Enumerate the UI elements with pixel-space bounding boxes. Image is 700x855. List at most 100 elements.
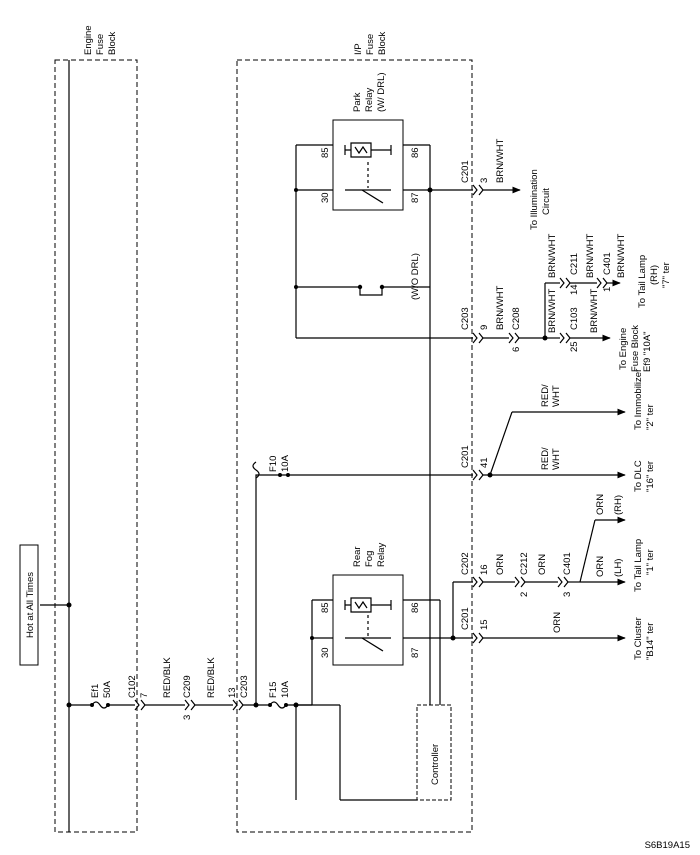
svg-text:86: 86 (410, 602, 421, 613)
svg-text:(RH): (RH) (613, 495, 624, 515)
svg-text:Ef9 "10A": Ef9 "10A" (642, 331, 653, 372)
svg-text:To Illumination: To Illumination (529, 169, 540, 230)
svg-text:Park: Park (352, 92, 363, 112)
svg-text:C208: C208 (511, 307, 522, 330)
park-relay: Park Relay (W/ DRL) 85 86 30 87 (320, 72, 421, 211)
svg-text:C209: C209 (182, 675, 193, 698)
svg-text:RED/: RED/ (540, 447, 551, 470)
svg-text:10A: 10A (280, 680, 291, 698)
svg-text:Fuse: Fuse (365, 34, 376, 55)
svg-text:BRN/WHT: BRN/WHT (495, 285, 506, 330)
svg-text:BRN/WHT: BRN/WHT (585, 233, 596, 278)
svg-text:BRN/WHT: BRN/WHT (589, 288, 600, 333)
svg-text:ORN: ORN (552, 612, 563, 633)
svg-text:13: 13 (227, 687, 238, 698)
connector-c203-9 (472, 332, 484, 344)
svg-text:15: 15 (479, 619, 490, 630)
svg-text:C103: C103 (569, 307, 580, 330)
svg-text:C203: C203 (239, 675, 250, 698)
hot-at-all-times-box: Hot at All Times (19, 544, 39, 666)
svg-text:C201: C201 (460, 607, 471, 630)
svg-text:C212: C212 (519, 552, 530, 575)
engine-fuse-block-title: Engine Fuse Block (83, 25, 118, 55)
svg-text:Relay: Relay (376, 542, 387, 567)
svg-text:Block: Block (107, 32, 118, 55)
hot-at-all-times-label: Hot at All Times (25, 572, 36, 638)
svg-text:C211: C211 (569, 253, 580, 275)
ip-fuse-block-box (236, 59, 473, 833)
svg-text:To Immobilizer: To Immobilizer (633, 369, 644, 430)
svg-text:86: 86 (410, 147, 421, 158)
svg-text:Fuse Block: Fuse Block (630, 325, 641, 372)
svg-text:25: 25 (569, 341, 580, 352)
svg-text:10A: 10A (280, 454, 291, 472)
svg-text:30: 30 (320, 647, 331, 658)
connector-c201-15 (472, 632, 484, 644)
fuse-f15 (269, 701, 287, 709)
svg-text:"16" ter: "16" ter (645, 461, 656, 492)
svg-text:Relay: Relay (364, 87, 375, 112)
svg-text:To Tail Lamp: To Tail Lamp (633, 539, 644, 592)
svg-text:I/P: I/P (353, 43, 364, 55)
connector-c208 (508, 332, 520, 344)
svg-text:WHT: WHT (551, 448, 562, 470)
svg-text:ORN: ORN (595, 556, 606, 577)
ip-fuse-block-title: I/P Fuse Block (353, 32, 388, 55)
svg-text:7: 7 (139, 693, 150, 698)
connector-c212 (514, 576, 526, 588)
svg-text:3: 3 (479, 178, 490, 183)
connector-c102 (134, 699, 146, 711)
svg-text:(RH): (RH) (649, 265, 660, 285)
svg-text:Circuit: Circuit (541, 188, 552, 215)
svg-text:2: 2 (519, 592, 530, 597)
ef1-label: Ef1 (90, 684, 101, 698)
connector-c202 (472, 576, 484, 588)
engine-fuse-block-box (54, 59, 138, 833)
svg-text:16: 16 (479, 564, 490, 575)
svg-text:To Engine: To Engine (618, 328, 629, 370)
svg-text:87: 87 (410, 647, 421, 658)
svg-text:Fuse: Fuse (95, 34, 106, 55)
svg-text:WHT: WHT (551, 385, 562, 407)
svg-text:"2" ter: "2" ter (645, 404, 656, 430)
svg-text:BRN/WHT: BRN/WHT (495, 138, 506, 183)
svg-text:C102: C102 (127, 675, 138, 698)
svg-text:C201: C201 (460, 160, 471, 183)
svg-text:Controller: Controller (430, 744, 441, 785)
connector-c401-top (596, 277, 608, 289)
svg-text:Fog: Fog (364, 551, 375, 567)
svg-text:BRN/WHT: BRN/WHT (547, 288, 558, 333)
svg-text:ORN: ORN (495, 554, 506, 575)
svg-text:F10: F10 (268, 456, 279, 472)
svg-text:3: 3 (182, 715, 193, 720)
fuse-ef1 (91, 701, 109, 709)
svg-text:To DLC: To DLC (633, 460, 644, 492)
svg-text:"1" ter: "1" ter (645, 549, 656, 575)
svg-text:BRN/WHT: BRN/WHT (616, 233, 627, 278)
svg-text:14: 14 (569, 284, 580, 295)
svg-text:Engine: Engine (83, 25, 94, 55)
svg-text:To Cluster: To Cluster (633, 617, 644, 660)
svg-text:(LH): (LH) (613, 559, 624, 577)
svg-text:C401: C401 (562, 552, 573, 575)
connector-c209 (184, 699, 196, 711)
svg-text:"7" ter: "7" ter (661, 262, 672, 288)
rear-fog-relay: Rear Fog Relay 85 86 30 87 (320, 542, 421, 666)
connector-c401-bottom (557, 576, 569, 588)
connector-c203-left (232, 699, 244, 711)
svg-text:C202: C202 (460, 552, 471, 575)
wire-red-blk-2: RED/BLK (206, 657, 217, 698)
svg-text:C401: C401 (602, 252, 613, 275)
svg-text:Block: Block (377, 32, 388, 55)
fuse-f10 (252, 461, 260, 479)
wo-drl-label: (W/O DRL) (410, 253, 421, 300)
svg-text:RED/: RED/ (540, 384, 551, 407)
svg-text:F15: F15 (268, 682, 279, 698)
svg-text:50A: 50A (102, 680, 113, 698)
svg-text:ORN: ORN (595, 494, 606, 515)
svg-text:85: 85 (320, 602, 331, 613)
svg-text:C201: C201 (460, 445, 471, 468)
controller: Controller (416, 704, 452, 801)
figure-id: S6B19A15 (645, 840, 690, 851)
